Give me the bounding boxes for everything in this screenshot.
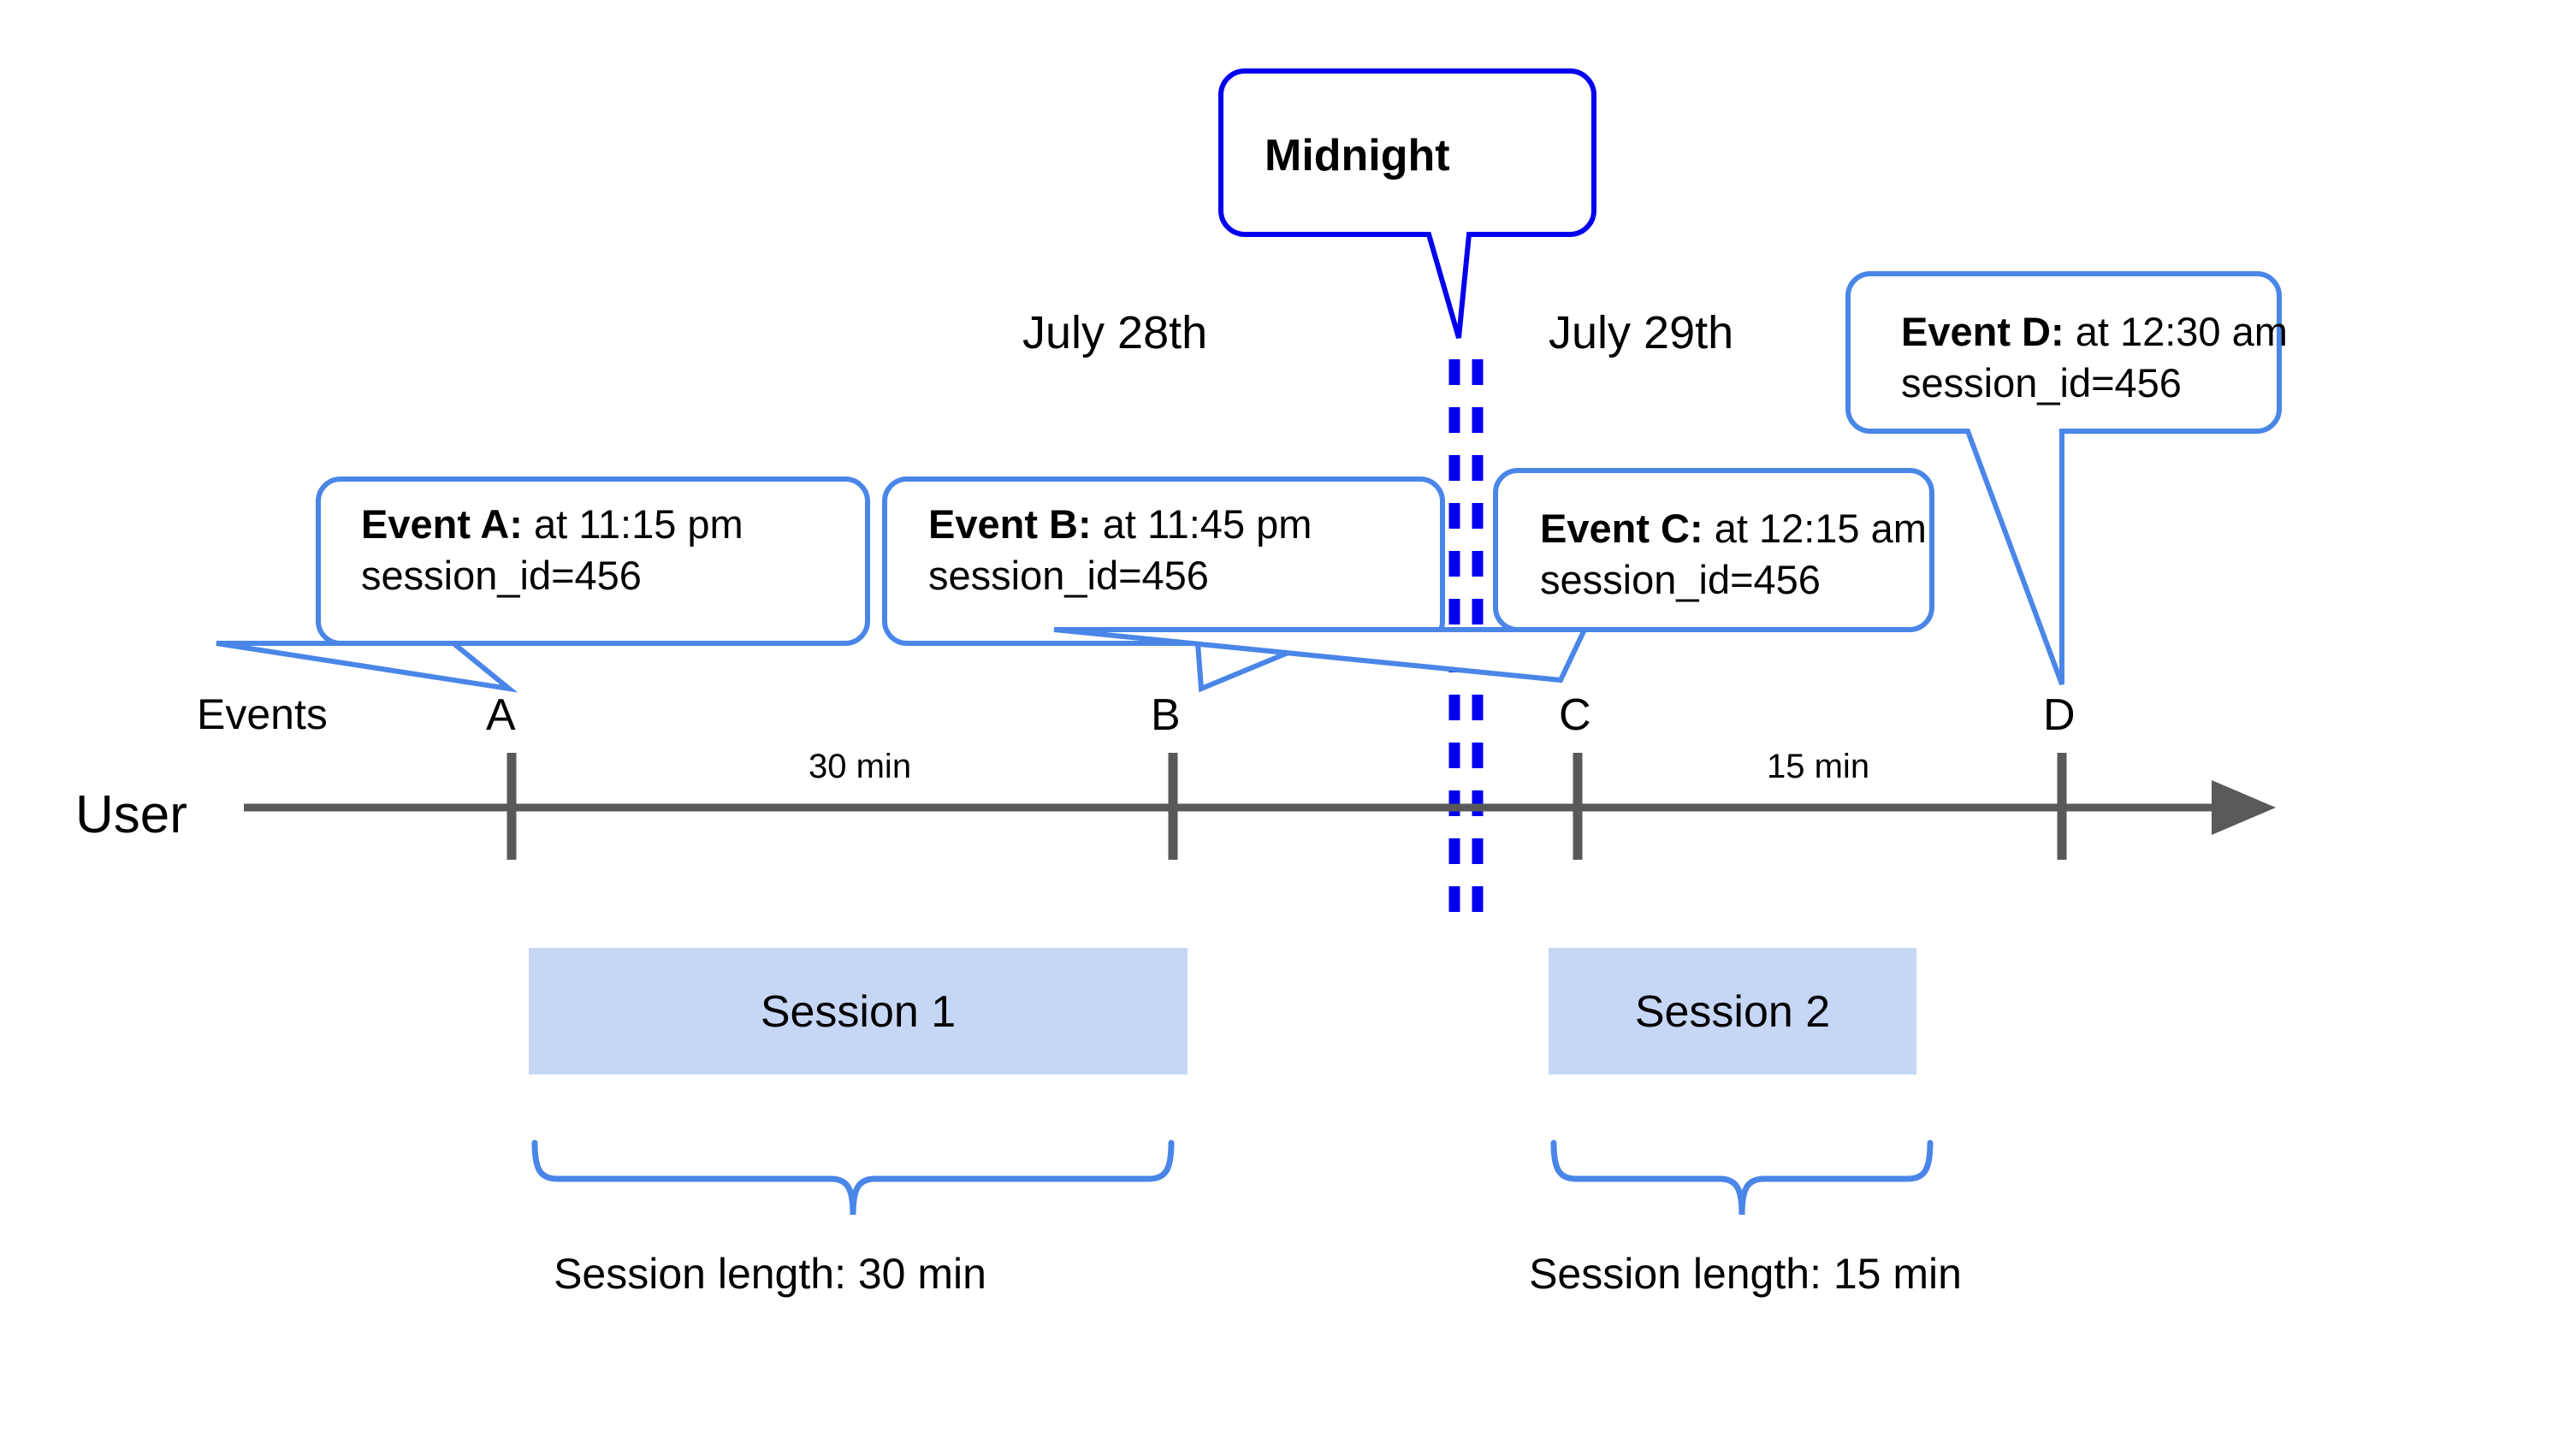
timeline-tick-marks [506,753,2067,860]
event-a-callout-shape [216,476,870,693]
event-a-callout-text: Event A: at 11:15 pm session_id=456 [361,499,743,601]
event-a-time: at 11:15 pm [522,501,743,547]
tick-label-d: D [2043,690,2076,740]
event-c-time: at 12:15 am [1703,506,1927,551]
session-2-label: Session 2 [1634,987,1831,1037]
gap-label-30-min: 30 min [809,748,912,785]
event-b-time: at 11:45 pm [1091,501,1312,547]
event-d-callout-shape [1845,271,2282,686]
gap-label-15-min: 15 min [1767,748,1870,785]
midnight-callout-shape [1218,68,1596,339]
session-1-label: Session 1 [760,987,957,1037]
session-1-length-label: Session length: 30 min [554,1250,986,1298]
date-label-july-28: July 28th [1022,307,1208,358]
event-c-callout-shape [1053,468,1934,684]
session-2-length-label: Session length: 15 min [1529,1250,1962,1298]
timeline-axis [244,780,2276,835]
tick-label-b: B [1151,690,1181,740]
tick-label-a: A [486,690,516,740]
midnight-label: Midnight [1265,131,1450,181]
user-row-label: User [75,785,187,844]
event-d-title: Event D: [1901,309,2064,354]
event-b-detail: session_id=456 [928,553,1209,599]
event-d-time: at 12:30 am [2064,309,2288,354]
tick-label-c: C [1559,690,1591,740]
event-c-title: Event C: [1540,506,1703,551]
event-c-callout-text: Event C: at 12:15 am session_id=456 [1540,503,1927,606]
events-row-label: Events [197,690,328,738]
event-a-title: Event A: [361,501,523,547]
event-c-detail: session_id=456 [1540,557,1821,603]
event-b-callout-text: Event B: at 11:45 pm session_id=456 [928,499,1312,601]
session-1-brace [531,1139,1175,1216]
session-2-box [1549,948,1916,1074]
session-1-box [529,948,1188,1074]
event-d-callout-text: Event D: at 12:30 am session_id=456 [1901,306,2288,409]
session-2-brace [1550,1139,1934,1216]
date-label-july-29: July 29th [1549,307,1734,358]
event-d-detail: session_id=456 [1901,360,2182,406]
event-a-detail: session_id=456 [361,553,642,599]
event-b-title: Event B: [928,501,1092,547]
